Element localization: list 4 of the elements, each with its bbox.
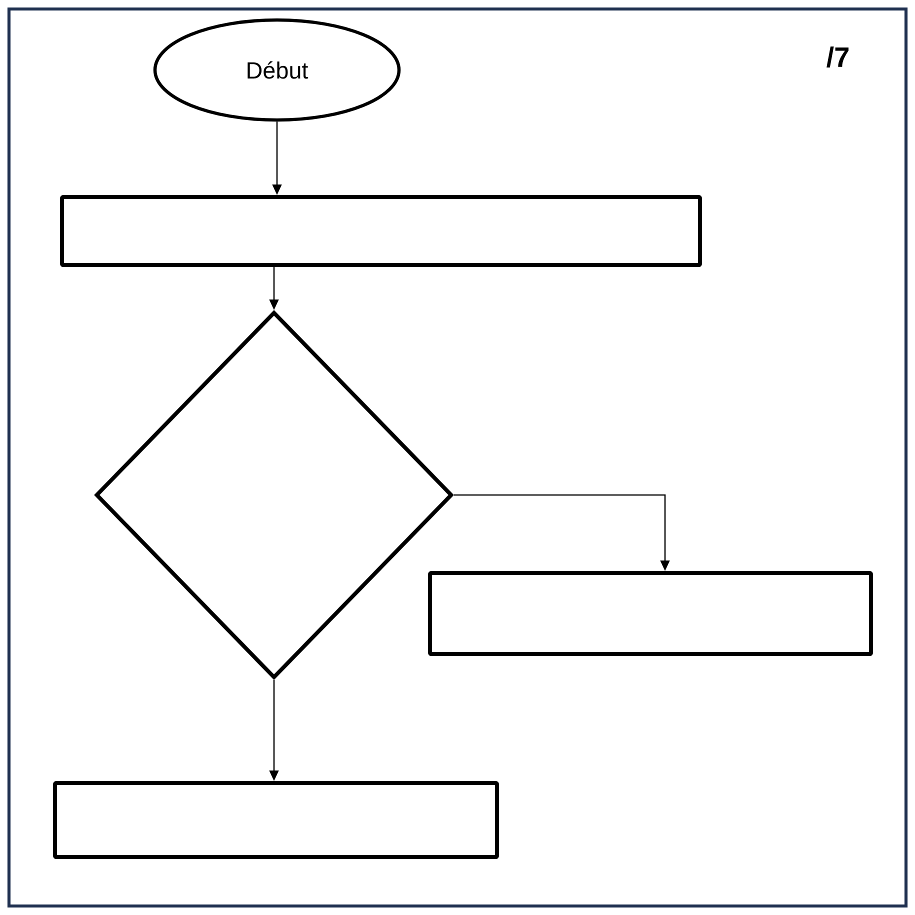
process-box: [428, 571, 873, 656]
process-box: [53, 781, 499, 859]
score-label: /7: [826, 46, 848, 68]
process-box: [60, 195, 702, 267]
